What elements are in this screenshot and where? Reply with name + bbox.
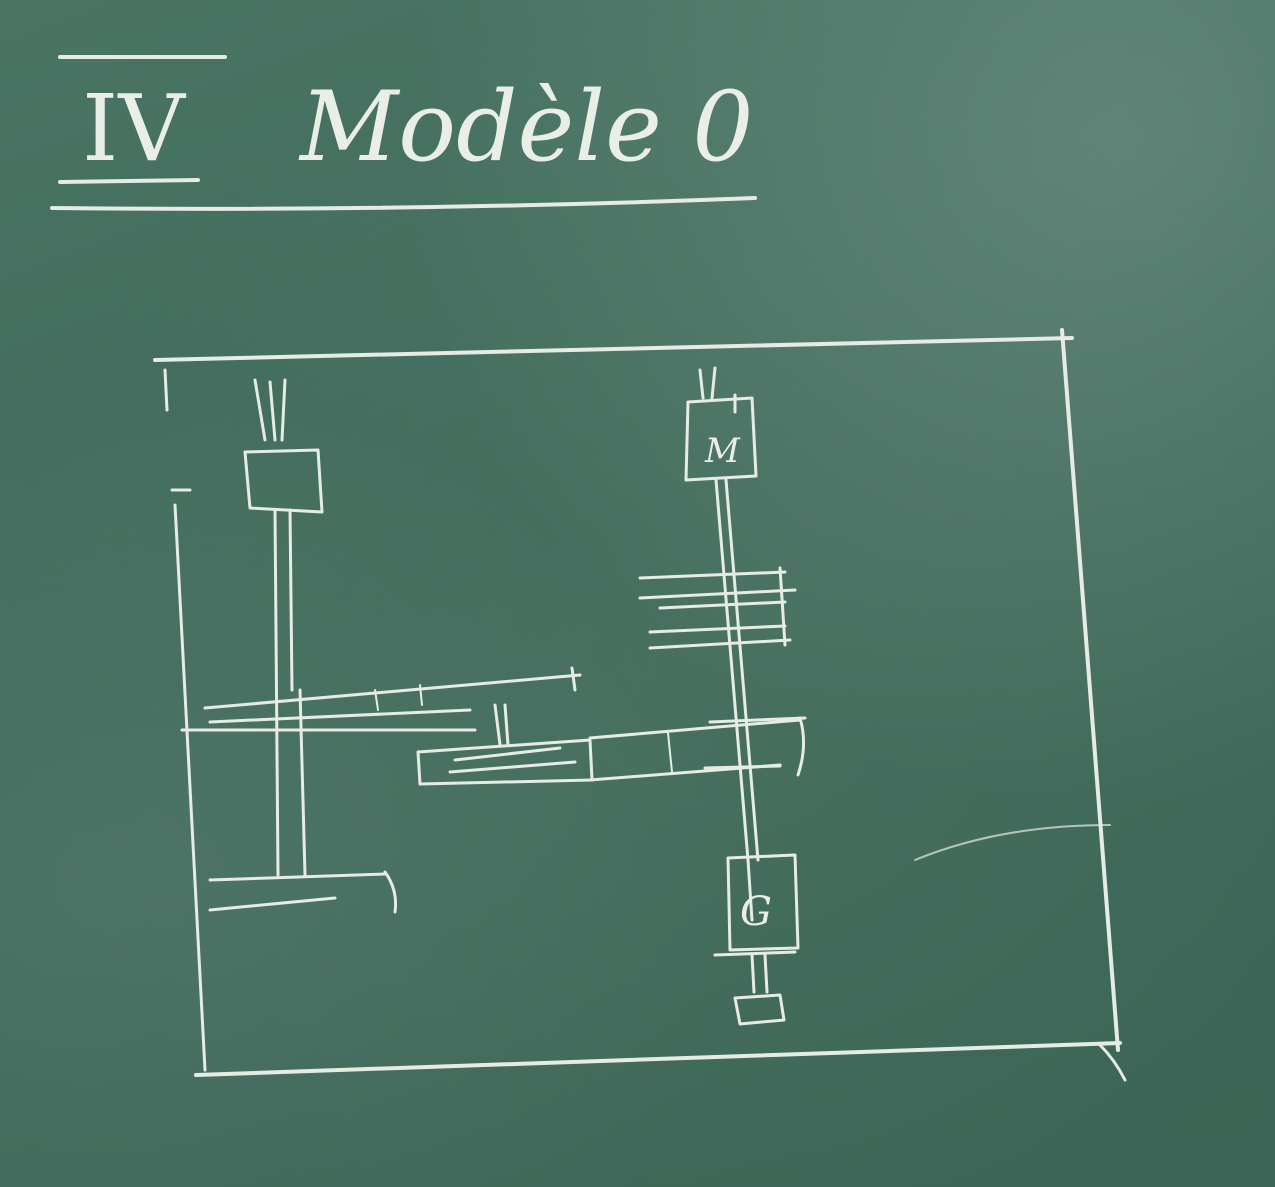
left-bottom-disc-top (208, 872, 387, 882)
motor-label: M (704, 431, 741, 471)
g-box-lower-shaft (750, 953, 769, 994)
frame-left-tick (163, 368, 169, 412)
left-gear-plate-top (203, 673, 582, 710)
right-shaft-line-2 (724, 478, 760, 862)
left-shaft-line-3 (298, 688, 307, 877)
g-box (726, 853, 800, 952)
left-bottom-disc-edge (383, 870, 397, 914)
shaft-collar-top (708, 716, 807, 724)
frame-right (1060, 328, 1120, 1052)
frame-left (173, 503, 207, 1072)
disc-1-bottom (638, 588, 797, 600)
g-box-base (713, 950, 797, 957)
heading-title: Modèle 0 (298, 71, 753, 183)
coupling-inner-line-1 (453, 746, 562, 762)
frame-bottom (194, 1041, 1122, 1077)
heading-numeral: IV (82, 75, 186, 182)
coupling-inner-line-2 (448, 760, 577, 774)
left-gear-plate-tick-1 (374, 689, 379, 711)
coupling-pin (493, 703, 510, 747)
numeral-bottom-bar (58, 178, 200, 184)
right-arm (588, 718, 802, 782)
disc-2-bottom (648, 638, 792, 650)
frame-corner-mark (1098, 1043, 1127, 1082)
left-box (243, 448, 324, 514)
right-arm-tick (667, 732, 673, 773)
left-gear-plate-tick-2 (419, 684, 423, 706)
left-shaft-top-fork (253, 378, 287, 442)
shaft-collar-bottom (703, 764, 782, 770)
g-box-foot (733, 993, 786, 1026)
left-gear-plate-mid (208, 708, 472, 724)
disc-1-base (658, 600, 787, 610)
left-shaft-line-1 (273, 508, 280, 877)
left-gear-plate-end (570, 666, 577, 692)
left-gear-plate (180, 666, 582, 732)
heading-underline (50, 196, 757, 211)
motor-top-marks (698, 366, 737, 414)
g-box-label: G (740, 889, 772, 935)
stray-chalk-stroke (914, 824, 1111, 861)
frame-top (153, 336, 1074, 362)
left-shaft-assembly (208, 378, 397, 914)
frame (153, 328, 1127, 1082)
left-shaft-line-2 (288, 508, 294, 692)
g-box-shaft (746, 858, 754, 922)
left-bottom-disc-bottom (208, 896, 337, 912)
disc-2-top (648, 624, 787, 634)
disc-1-top (638, 570, 787, 580)
right-shaft-line-1 (714, 478, 750, 862)
right-arm-end (796, 716, 805, 777)
heading: IV Modèle 0 (50, 55, 757, 211)
right-shaft-assembly: M G (638, 366, 807, 1026)
disc-edge (778, 566, 787, 647)
motor-box (684, 396, 758, 482)
